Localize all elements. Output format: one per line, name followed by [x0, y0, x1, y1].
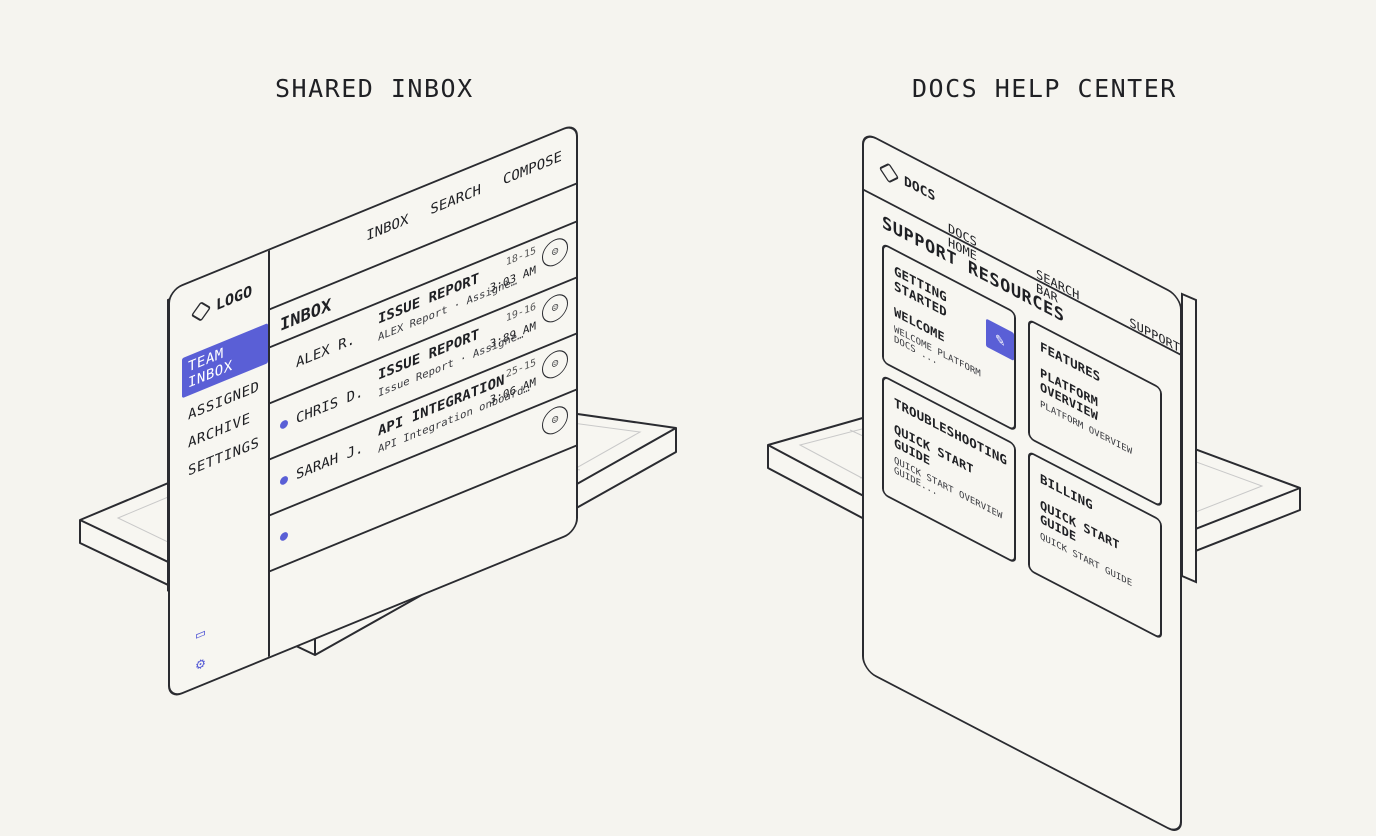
sidebar-bottom-icons: ▭ ⚙ [196, 617, 205, 681]
avatar-icon: ☺ [542, 234, 568, 271]
message-time: 3:89 AM [489, 319, 536, 352]
topnav-inbox[interactable]: INBOX [366, 211, 409, 245]
docs-logo[interactable]: DOCS [878, 159, 936, 206]
logo-icon [190, 301, 212, 322]
message-sender: CHRIS D. [296, 383, 364, 428]
message-time: 3:03 AM [489, 263, 536, 296]
inbox-sidebar: LOGO TEAM INBOX ASSIGNED ARCHIVE SETTING… [170, 250, 270, 698]
docs-panel-edge [1181, 292, 1197, 584]
logo-icon [878, 162, 900, 184]
avatar-icon: ☺ [542, 346, 568, 383]
inbox-logo[interactable]: LOGO [190, 281, 253, 325]
message-sender: ALEX R. [296, 331, 356, 372]
logo-text: DOCS [904, 173, 936, 205]
shared-inbox-heading: SHARED INBOX [275, 74, 474, 103]
docs-help-center-heading: DOCS HELP CENTER [912, 74, 1177, 103]
inbox-sidebar-nav: TEAM INBOX ASSIGNED ARCHIVE SETTINGS [182, 323, 268, 492]
logo-text: LOGO [216, 281, 253, 315]
avatar-icon: ☺ [542, 402, 568, 439]
gear-icon[interactable]: ⚙ [196, 652, 206, 675]
unread-dot [280, 474, 288, 487]
topnav-compose[interactable]: COMPOSE [502, 148, 562, 189]
unread-dot [280, 530, 288, 543]
archive-icon[interactable]: ▭ [196, 622, 206, 645]
avatar-icon: ☺ [542, 290, 568, 327]
unread-dot [280, 418, 288, 431]
message-sender: SARAH J. [296, 439, 364, 484]
topnav-search[interactable]: SEARCH [430, 181, 481, 219]
